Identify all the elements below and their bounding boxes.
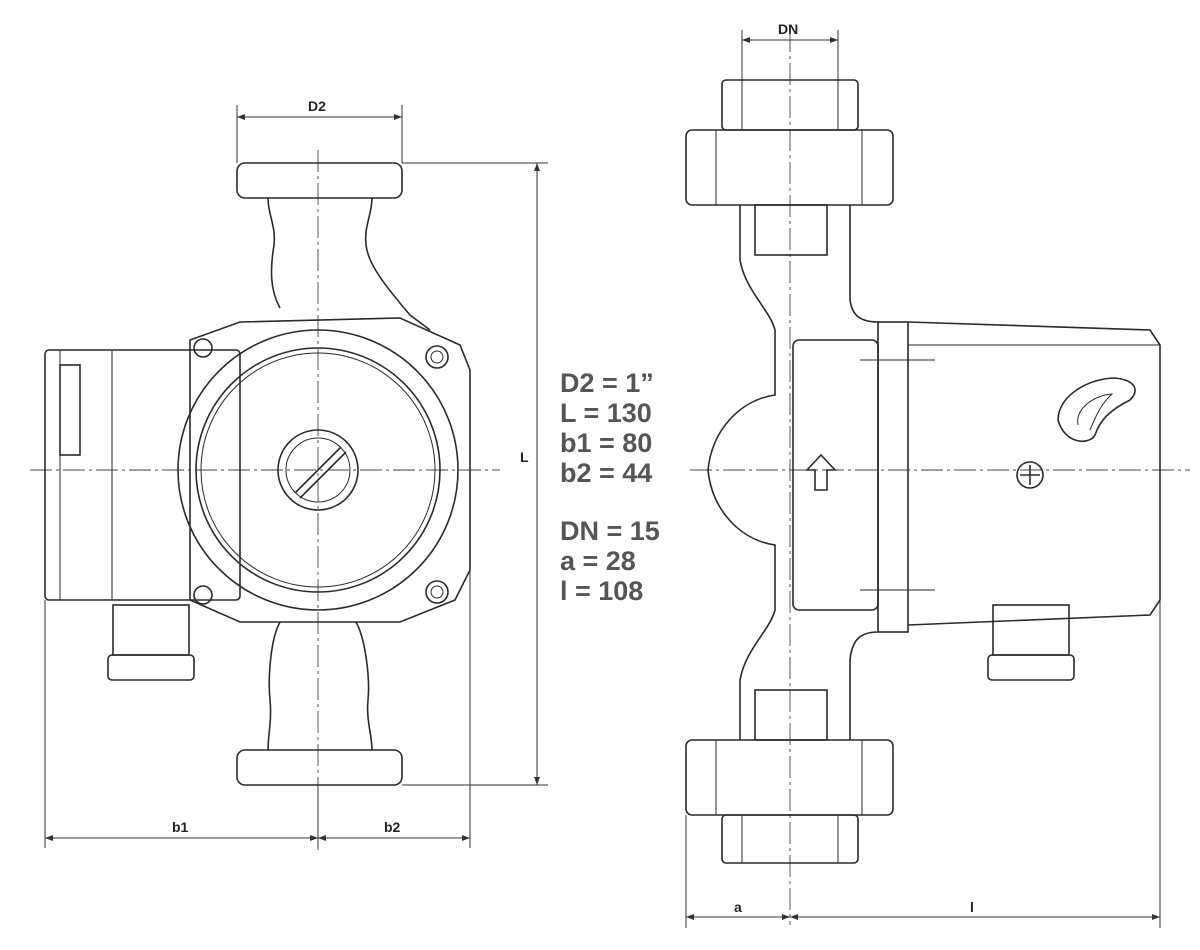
spec-l: l = 108 bbox=[560, 576, 644, 606]
flow-arrow-icon bbox=[805, 453, 837, 491]
spec-d2: D2 = 1” bbox=[560, 368, 654, 398]
l-small-label: l bbox=[970, 899, 974, 915]
d2-label: D2 bbox=[308, 98, 326, 114]
top-flange bbox=[236, 162, 403, 199]
motor-outer-ring bbox=[177, 329, 459, 611]
spec-L: L = 130 bbox=[560, 398, 652, 428]
side-cable-gland bbox=[992, 604, 1070, 656]
spec-list: D2 = 1” L = 130 b1 = 80 b2 = 44 DN = 15 … bbox=[560, 368, 660, 606]
l-label: L bbox=[520, 449, 529, 465]
speed-knob bbox=[1057, 377, 1136, 443]
front-view: D2 L b1 b2 bbox=[30, 98, 548, 850]
bottom-flange bbox=[236, 749, 403, 786]
spec-b2: b2 = 44 bbox=[560, 458, 653, 488]
motor-flange-plate bbox=[877, 321, 909, 633]
a-label: a bbox=[734, 899, 742, 915]
screw-icon bbox=[1016, 461, 1044, 489]
spec-b1: b1 = 80 bbox=[560, 428, 653, 458]
b2-label: b2 bbox=[384, 819, 401, 835]
terminal-housing bbox=[44, 349, 241, 601]
hub bbox=[277, 429, 359, 511]
spec-a: a = 28 bbox=[560, 546, 636, 576]
cable-gland bbox=[112, 604, 190, 656]
b1-label: b1 bbox=[172, 819, 189, 835]
side-view: DN a l bbox=[685, 21, 1190, 928]
motor-body bbox=[907, 321, 1161, 626]
spec-dn: DN = 15 bbox=[560, 516, 660, 546]
dn-label: DN bbox=[778, 21, 798, 37]
bottom-union-nut bbox=[721, 814, 859, 864]
